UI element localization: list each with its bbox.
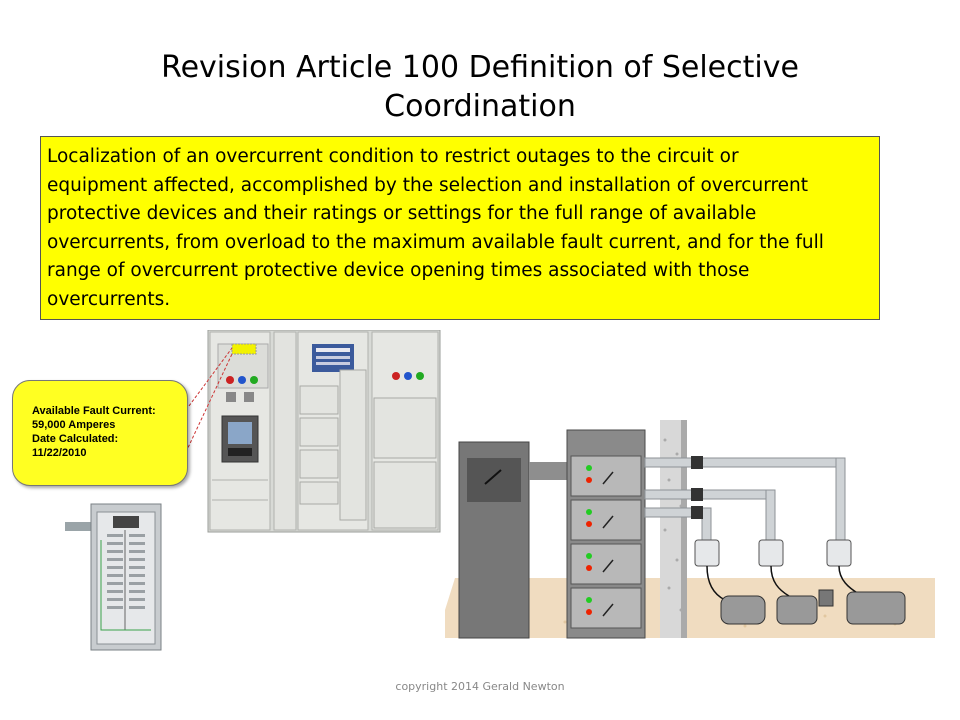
title-line-1: Revision Article 100 Definition of Selec… bbox=[161, 50, 799, 85]
definition-text-box: Localization of an overcurrent condition… bbox=[40, 136, 880, 320]
fault-current-label: Available Fault Current: 59,000 Amperes … bbox=[32, 404, 182, 460]
definition-line: equipment affected, accomplished by the … bbox=[47, 174, 809, 196]
definition-line: range of overcurrent protective device o… bbox=[47, 260, 750, 282]
fault-current-callout bbox=[12, 380, 188, 486]
slide-title: Revision Article 100 Definition of Selec… bbox=[80, 48, 880, 126]
fault-label-line: 11/22/2010 bbox=[32, 447, 87, 459]
panelboard-illustration bbox=[65, 503, 162, 651]
fault-label-line: 59,000 Amperes bbox=[32, 419, 116, 431]
definition-line: Localization of an overcurrent condition… bbox=[47, 146, 739, 167]
fault-label-line: Date Calculated: bbox=[32, 433, 119, 445]
definition-line: overcurrents, from overload to the maxim… bbox=[47, 231, 824, 253]
fault-label-line: Available Fault Current: bbox=[32, 405, 156, 417]
title-line-2: Coordination bbox=[384, 89, 576, 124]
selective-coordination-diagram bbox=[445, 420, 935, 639]
switchgear-illustration bbox=[207, 330, 441, 533]
callout-leader-lines bbox=[185, 347, 233, 453]
definition-line: overcurrents. bbox=[47, 288, 171, 310]
definition-line: protective devices and their ratings or … bbox=[47, 203, 757, 225]
copyright-notice: copyright 2014 Gerald Newton bbox=[395, 680, 565, 693]
